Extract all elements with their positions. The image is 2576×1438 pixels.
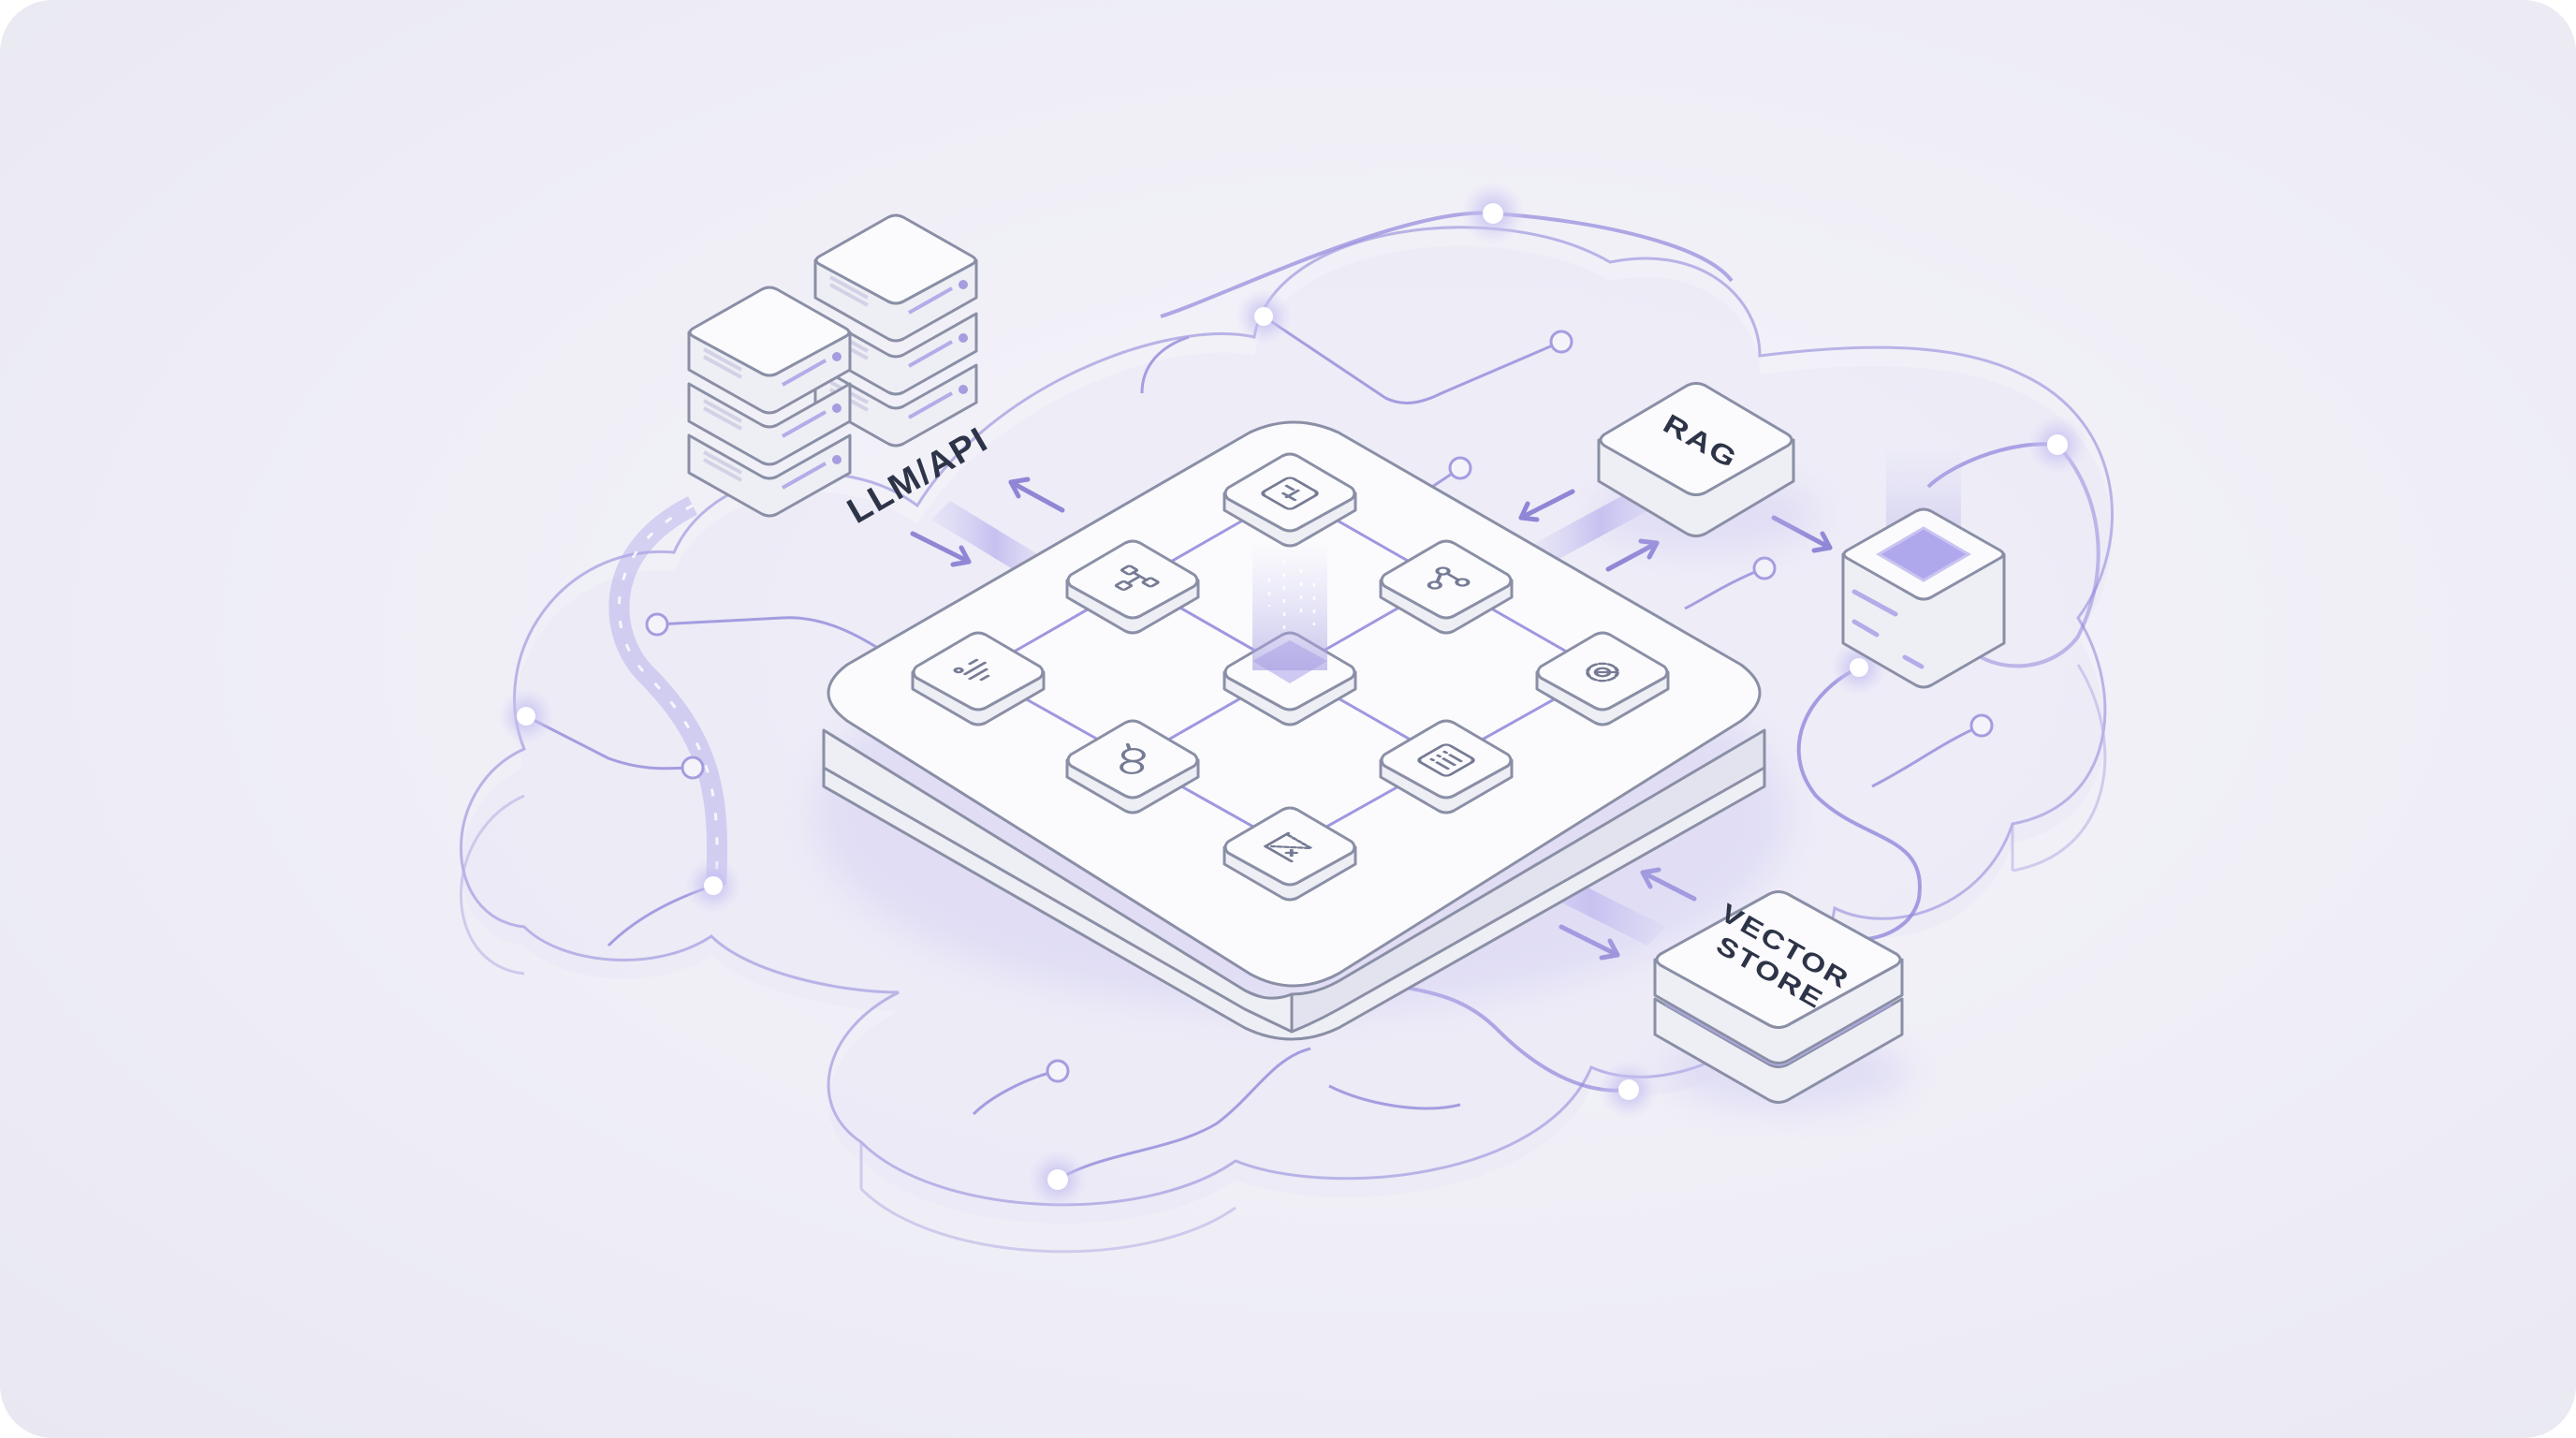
list-panel-icon: [1417, 743, 1475, 777]
flowchart-icon: [1114, 565, 1160, 592]
node-ring: [1969, 713, 1994, 738]
module-tile-lower-left[interactable]: [1065, 719, 1200, 814]
gear-icon: [1586, 662, 1619, 682]
arrow-to-platform-from-rag-icon: [1518, 489, 1575, 522]
server-unit: [687, 286, 852, 415]
rag-block[interactable]: RAG: [1593, 382, 1818, 553]
module-tile-upper-left[interactable]: [1065, 539, 1200, 635]
module-tile-top[interactable]: [1222, 452, 1357, 548]
module-tile-center[interactable]: [1222, 541, 1357, 726]
module-tile-right[interactable]: [1535, 631, 1670, 726]
module-tile-upper-right[interactable]: [1379, 539, 1514, 635]
llm-api-server-stack[interactable]: LLM/API: [687, 213, 995, 532]
node-ring: [681, 756, 705, 780]
chart-panel-icon: [1261, 477, 1319, 510]
glow-nodes: [498, 182, 2087, 1210]
module-tile-bottom[interactable]: [1222, 806, 1357, 902]
node-dot: [2027, 415, 2087, 475]
share-nodes-icon: [1427, 566, 1471, 590]
node-dot: [1236, 288, 1292, 345]
chat-bubbles-icon: [1120, 742, 1146, 774]
scatter-plot-icon: [1263, 831, 1313, 863]
node-ring: [1046, 1059, 1070, 1083]
node-dot: [1028, 1150, 1088, 1210]
node-ring: [645, 612, 669, 637]
arrow-to-llm-icon: [1008, 477, 1065, 513]
node-ring: [1448, 456, 1472, 480]
node-dot: [685, 858, 741, 914]
server-column-front: [687, 286, 852, 518]
server-unit: [687, 382, 852, 466]
server-unit: [687, 433, 852, 518]
vector-store-block[interactable]: VECTOR STORE: [1653, 890, 1910, 1110]
node-ring: [1549, 330, 1573, 354]
module-tile-left[interactable]: [911, 631, 1046, 726]
beam-core-icon: [1252, 541, 1327, 683]
arrow-from-llm-icon: [910, 531, 972, 567]
data-sink-block[interactable]: [1841, 447, 2006, 689]
node-dot: [498, 688, 554, 744]
node-ring: [1752, 556, 1777, 580]
server-unit: [813, 213, 978, 343]
node-dot: [1599, 1060, 1659, 1120]
module-tile-lower-right[interactable]: [1379, 719, 1514, 814]
bar-chart-icon: [953, 658, 990, 682]
node-dot: [1461, 182, 1525, 245]
